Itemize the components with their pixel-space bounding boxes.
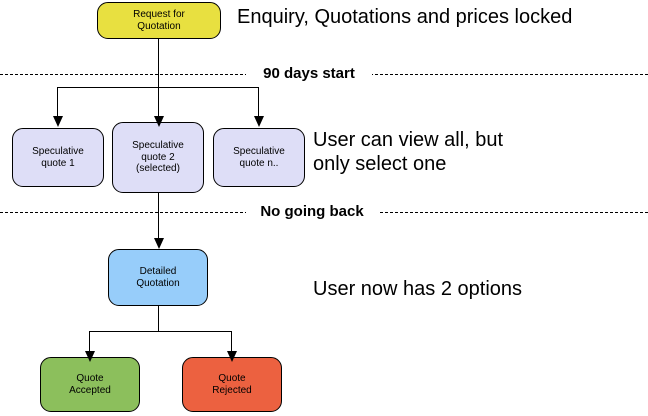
arrowhead-spec2 xyxy=(154,116,164,127)
arrowhead-quote-rejected xyxy=(227,351,237,362)
node-quote-accepted[interactable]: Quote Accepted xyxy=(40,357,140,412)
node-detailed-quotation[interactable]: Detailed Quotation xyxy=(108,249,208,306)
node-quote-rejected-label: Quote Rejected xyxy=(212,372,252,396)
arrowhead-spec1 xyxy=(53,116,63,127)
edge-branch-specn xyxy=(258,87,259,117)
node-speculative-quote-1[interactable]: Speculative quote 1 xyxy=(12,128,104,187)
divider-no-going-back-label: No going back xyxy=(246,203,378,220)
node-quote-accepted-label: Quote Accepted xyxy=(69,372,111,396)
annotation-user-can-view: User can view all, but only select one xyxy=(313,129,504,175)
edge-branch-spec2 xyxy=(158,87,159,117)
node-speculative-quote-n[interactable]: Speculative quote n.. xyxy=(213,128,305,187)
node-speculative-quote-n-label: Speculative quote n.. xyxy=(233,145,285,169)
arrowhead-quote-accepted xyxy=(85,351,95,362)
edge-branch-spec1 xyxy=(57,87,58,117)
arrowhead-detailed-quotation xyxy=(154,238,164,249)
annotation-two-options: User now has 2 options xyxy=(313,278,523,300)
node-detailed-quotation-label: Detailed Quotation xyxy=(136,265,180,289)
node-quote-rejected[interactable]: Quote Rejected xyxy=(182,357,282,412)
edge-spec2-down xyxy=(158,193,159,245)
node-speculative-quote-2-label: Speculative quote 2 (selected) xyxy=(132,139,184,175)
divider-90-days-start-label: 90 days start xyxy=(246,65,372,82)
edge-bus-outcome xyxy=(89,331,232,332)
node-request-for-quotation-label: Request for Quotation xyxy=(133,8,185,32)
annotation-enquiry-locked: Enquiry, Quotations and prices locked xyxy=(237,6,573,28)
edge-detailed-down xyxy=(158,306,159,331)
node-speculative-quote-2[interactable]: Speculative quote 2 (selected) xyxy=(112,122,204,193)
node-request-for-quotation[interactable]: Request for Quotation xyxy=(97,2,221,39)
arrowhead-specn xyxy=(254,116,264,127)
edge-branch-accepted xyxy=(89,331,90,352)
edge-rfq-down xyxy=(158,39,159,88)
node-speculative-quote-1-label: Speculative quote 1 xyxy=(32,145,84,169)
edge-branch-rejected xyxy=(231,331,232,352)
